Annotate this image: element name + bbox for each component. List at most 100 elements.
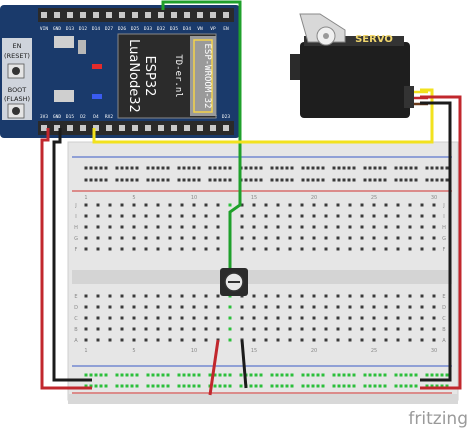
- row-letter: F: [443, 247, 446, 253]
- breadboard-hole: [192, 305, 196, 309]
- breadboard-hole: [228, 305, 232, 309]
- breadboard-hole: [216, 316, 220, 320]
- breadboard-hole: [396, 327, 400, 331]
- rail-hole: [368, 373, 372, 377]
- breadboard-hole: [300, 294, 304, 298]
- rail-hole: [166, 384, 170, 388]
- breadboard-hole: [156, 305, 160, 309]
- breadboard-hole: [168, 305, 172, 309]
- row-letter: A: [442, 338, 446, 344]
- rail-hole: [352, 178, 356, 182]
- breadboard-hole: [120, 316, 124, 320]
- rail-hole: [115, 178, 119, 182]
- rail-hole: [259, 384, 263, 388]
- breadboard-hole: [96, 214, 100, 218]
- breadboard-hole: [96, 247, 100, 251]
- breadboard-hole: [120, 214, 124, 218]
- breadboard-hole: [300, 236, 304, 240]
- wire-black-right: [420, 101, 452, 382]
- rail-hole: [275, 384, 279, 388]
- breadboard-hole: [204, 214, 208, 218]
- esp32-pin: [210, 12, 216, 18]
- pin-label: D32: [157, 26, 165, 32]
- breadboard-hole: [276, 294, 280, 298]
- rail-hole: [197, 373, 201, 377]
- breadboard-hole: [288, 225, 292, 229]
- rail-hole: [125, 384, 129, 388]
- breadboard-hole: [108, 338, 112, 342]
- module-label: ESP-WROOM-32: [202, 43, 212, 108]
- breadboard-hole: [432, 247, 436, 251]
- breadboard-hole: [216, 225, 220, 229]
- wire-yellow-servo: [92, 88, 434, 144]
- rail-hole: [135, 166, 139, 170]
- breadboard-hole: [360, 236, 364, 240]
- breadboard-hole: [432, 305, 436, 309]
- breadboard-hole: [420, 316, 424, 320]
- rail-hole: [254, 373, 258, 377]
- rail-hole: [290, 373, 294, 377]
- breadboard-hole: [360, 214, 364, 218]
- breadboard-hole: [372, 316, 376, 320]
- breadboard-hole: [240, 316, 244, 320]
- rail-hole: [399, 373, 403, 377]
- esp32-bottom-pins: [41, 125, 229, 131]
- breadboard-hole: [408, 214, 412, 218]
- breadboard-hole: [276, 327, 280, 331]
- breadboard-hole: [264, 225, 268, 229]
- rail-hole: [430, 384, 434, 388]
- breadboard-hole: [144, 247, 148, 251]
- breadboard-hole: [168, 225, 172, 229]
- breadboard-hole: [204, 203, 208, 207]
- breadboard-hole: [144, 294, 148, 298]
- breadboard-hole: [84, 316, 88, 320]
- rail-hole: [156, 178, 160, 182]
- breadboard-hole: [204, 225, 208, 229]
- rail-hole: [445, 373, 449, 377]
- breadboard-hole: [312, 225, 316, 229]
- breadboard-hole: [396, 294, 400, 298]
- rail-hole: [383, 166, 387, 170]
- breadboard-hole: [360, 225, 364, 229]
- breadboard-hole: [180, 247, 184, 251]
- breadboard-hole: [96, 338, 100, 342]
- breadboard-hole: [252, 316, 256, 320]
- rail-hole: [275, 373, 279, 377]
- top-power-rail: [84, 166, 449, 182]
- pin-label: D15: [66, 114, 74, 120]
- breadboard-hole: [276, 316, 280, 320]
- breadboard-hole: [396, 338, 400, 342]
- breadboard-hole: [120, 225, 124, 229]
- rail-hole: [347, 373, 351, 377]
- pin-label: D35: [170, 26, 178, 32]
- breadboard-hole: [132, 305, 136, 309]
- rail-hole: [94, 384, 98, 388]
- breadboard-hole: [84, 338, 88, 342]
- breadboard-hole: [168, 236, 172, 240]
- breadboard-hole: [372, 214, 376, 218]
- rail-hole: [259, 178, 263, 182]
- rail-hole: [275, 178, 279, 182]
- breadboard-hole: [360, 203, 364, 207]
- rail-hole: [197, 166, 201, 170]
- breadboard-hole: [168, 214, 172, 218]
- breadboard-hole: [432, 236, 436, 240]
- breadboard-hole: [252, 327, 256, 331]
- breadboard-hole: [300, 225, 304, 229]
- breadboard-hole: [204, 338, 208, 342]
- rail-hole: [378, 384, 382, 388]
- rail-hole: [151, 178, 155, 182]
- esp32-pin: [184, 125, 190, 131]
- breadboard-hole: [384, 214, 388, 218]
- rail-hole: [151, 384, 155, 388]
- rail-hole: [352, 384, 356, 388]
- breadboard-hole: [276, 236, 280, 240]
- esp32-pin: [223, 12, 229, 18]
- rail-hole: [342, 384, 346, 388]
- rail-hole: [435, 373, 439, 377]
- pin-label: GND: [53, 26, 61, 32]
- rail-hole: [161, 166, 165, 170]
- breadboard-hole: [216, 294, 220, 298]
- rail-hole: [445, 384, 449, 388]
- esp32-pin: [223, 125, 229, 131]
